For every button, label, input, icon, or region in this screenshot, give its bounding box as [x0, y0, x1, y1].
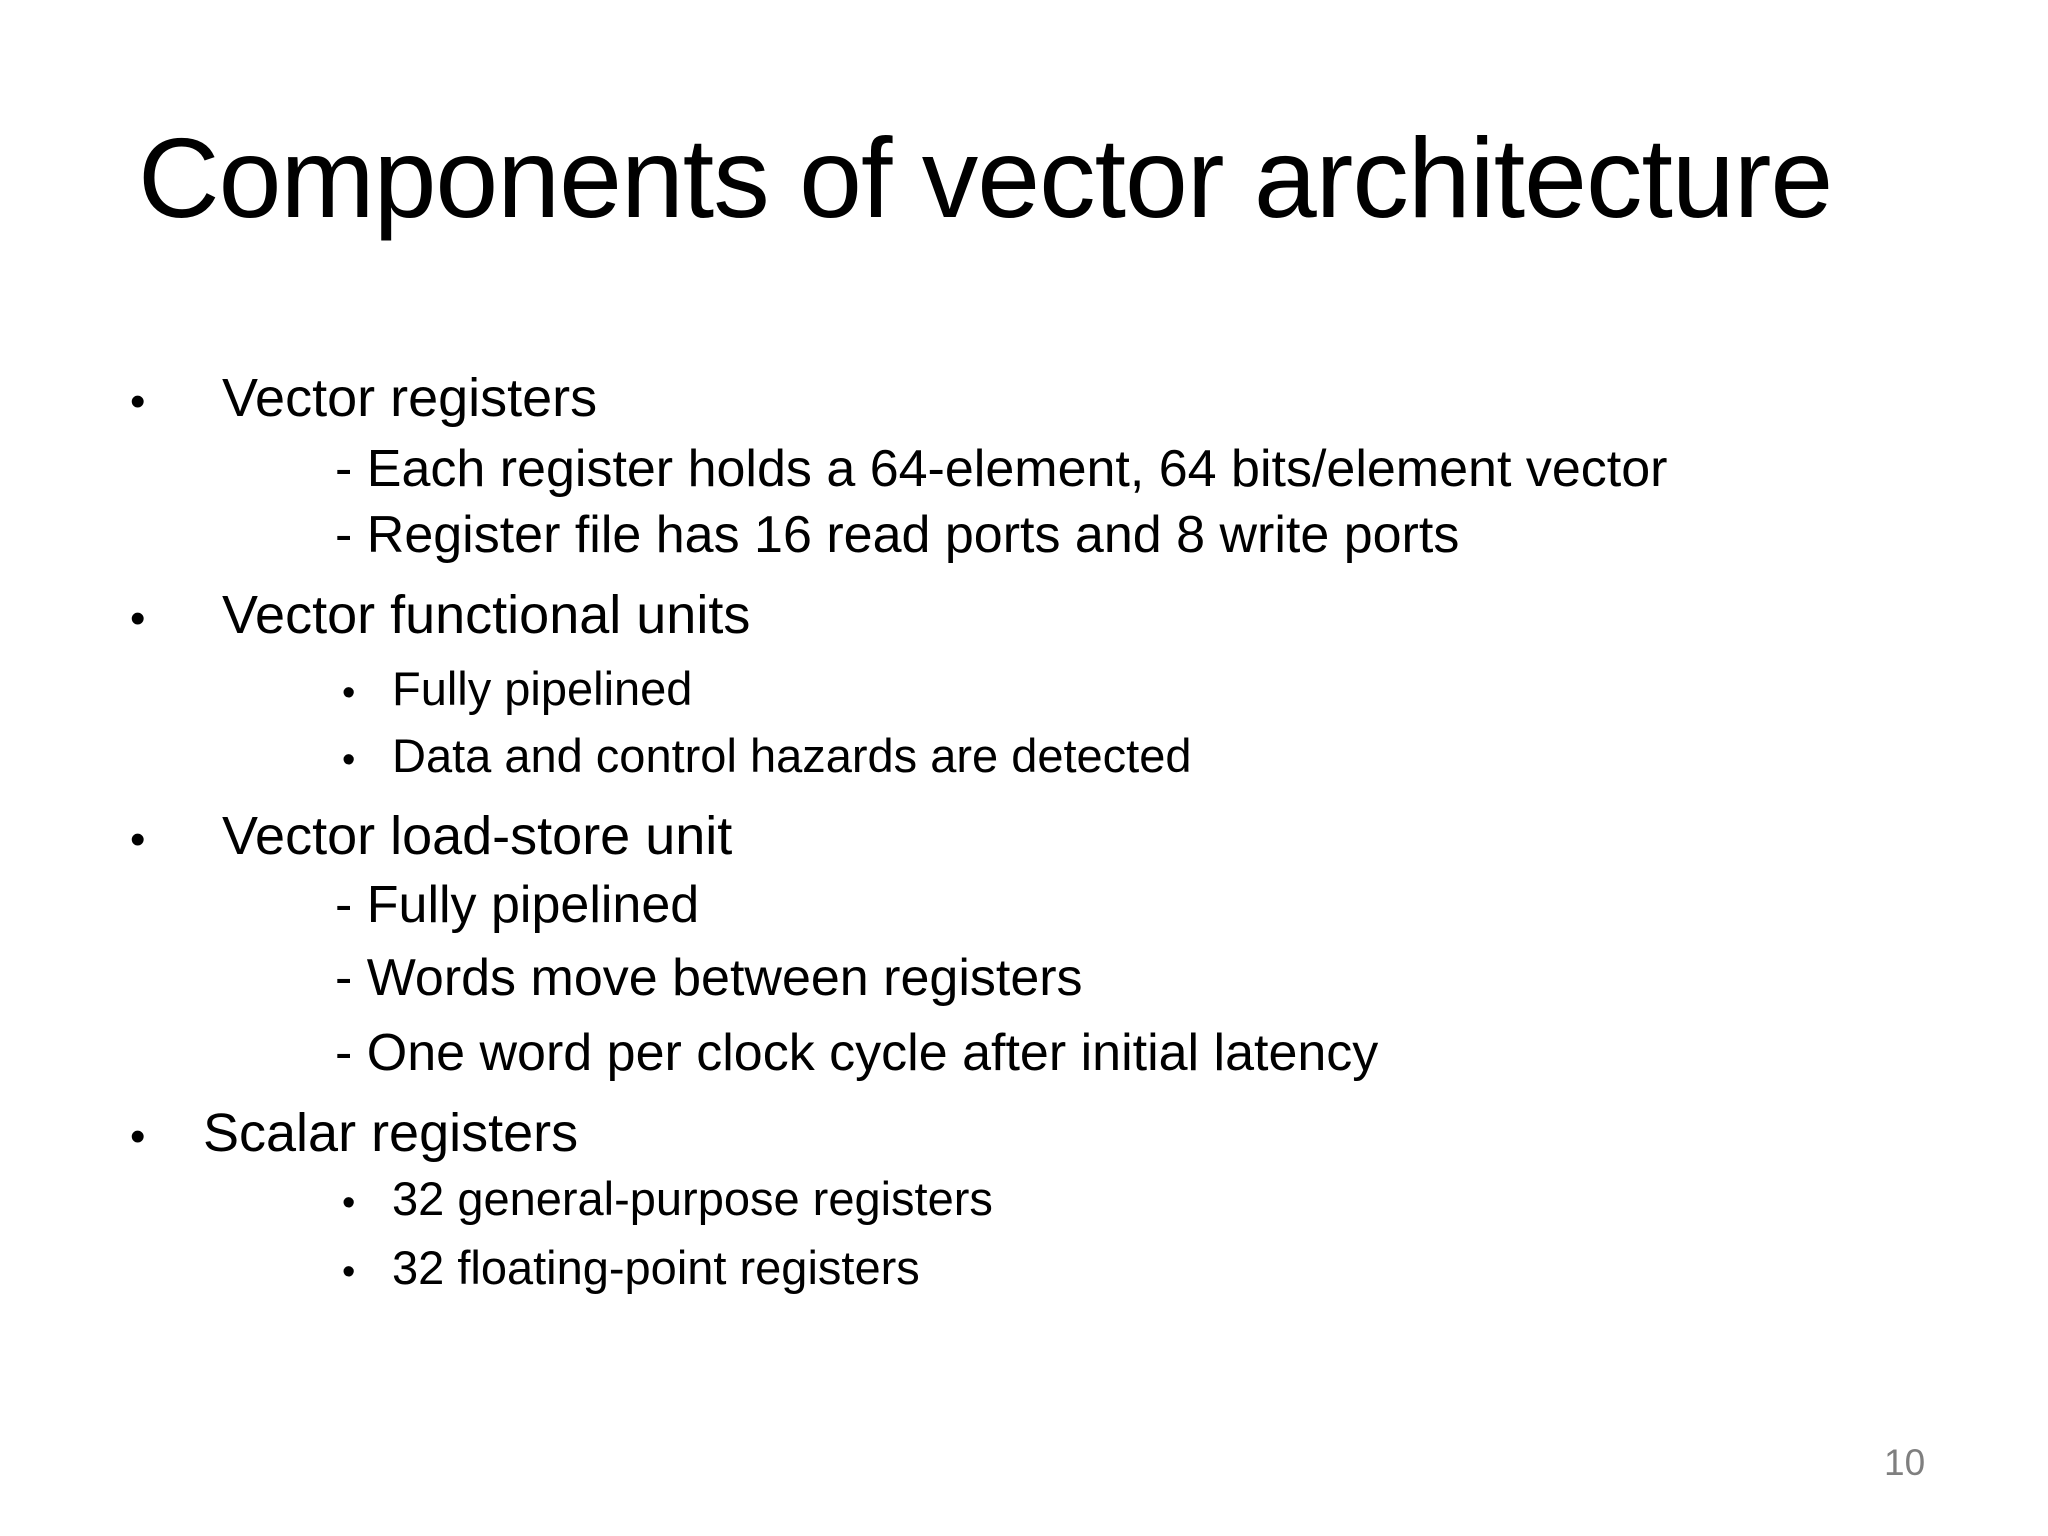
- bullet-icon: •: [130, 377, 146, 426]
- dash-text: - Fully pipelined: [335, 876, 700, 934]
- dash-item: - One word per clock cycle after initial…: [335, 1027, 1378, 1079]
- sub-bullet-item: • 32 general-purpose registers: [342, 1175, 993, 1222]
- sub-bullet-text: 32 floating-point registers: [392, 1241, 920, 1294]
- sub-bullet-text: Data and control hazards are detected: [392, 729, 1192, 782]
- dash-item: - Each register holds a 64-element, 64 b…: [335, 443, 1667, 495]
- sub-bullet-item: • 32 floating-point registers: [342, 1244, 920, 1291]
- bullet-icon: •: [130, 1112, 146, 1161]
- bullet-text: Vector load-store unit: [222, 806, 733, 866]
- bullet-icon: •: [342, 1182, 356, 1224]
- sub-bullet-text: 32 general-purpose registers: [392, 1172, 993, 1225]
- dash-text: - Register file has 16 read ports and 8 …: [335, 506, 1460, 564]
- bullet-text: Vector functional units: [222, 585, 751, 645]
- bullet-icon: •: [342, 739, 356, 781]
- page-number: 10: [1884, 1442, 1926, 1483]
- dash-text: - One word per clock cycle after initial…: [335, 1024, 1379, 1082]
- dash-text: - Words move between registers: [335, 949, 1083, 1007]
- dash-item: - Register file has 16 read ports and 8 …: [335, 509, 1459, 561]
- bullet-item-vector-registers: • Vector registers: [130, 371, 597, 425]
- bullet-item-vector-functional-units: • Vector functional units: [130, 588, 750, 642]
- bullet-item-scalar-registers: • Scalar registers: [130, 1106, 578, 1160]
- slide-title: Components of vector architecture: [138, 115, 1833, 241]
- bullet-text: Vector registers: [222, 368, 598, 428]
- dash-text: - Each register holds a 64-element, 64 b…: [335, 440, 1668, 498]
- bullet-icon: •: [342, 672, 356, 714]
- dash-item: - Words move between registers: [335, 952, 1083, 1004]
- bullet-icon: •: [342, 1251, 356, 1293]
- sub-bullet-item: • Fully pipelined: [342, 665, 692, 712]
- bullet-icon: •: [130, 815, 146, 864]
- sub-bullet-item: • Data and control hazards are detected: [342, 732, 1192, 779]
- sub-bullet-text: Fully pipelined: [392, 662, 693, 715]
- bullet-text: Scalar registers: [203, 1103, 579, 1163]
- bullet-item-vector-load-store-unit: • Vector load-store unit: [130, 809, 732, 863]
- bullet-icon: •: [130, 594, 146, 643]
- dash-item: - Fully pipelined: [335, 879, 699, 931]
